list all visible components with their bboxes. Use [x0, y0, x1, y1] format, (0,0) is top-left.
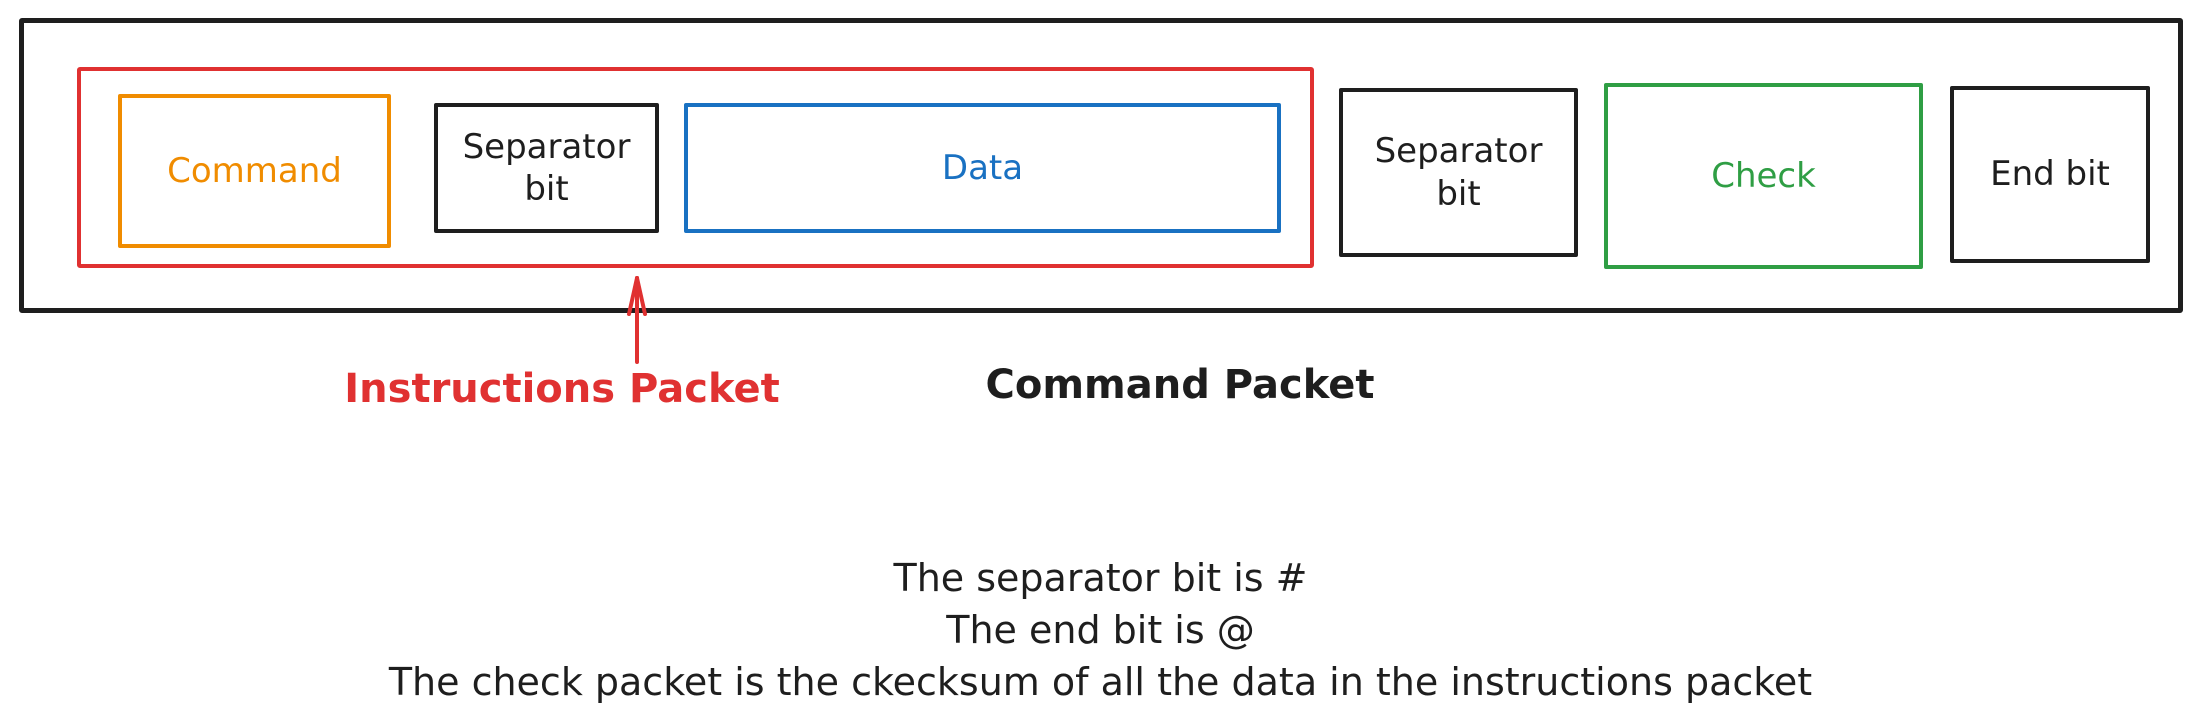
check-box-label: Check — [1711, 155, 1816, 196]
arrow-up-icon — [627, 276, 647, 364]
note-line-endbit: The end bit is @ — [946, 608, 1255, 652]
instructions-packet-label: Instructions Packet — [344, 366, 780, 412]
command-box-label: Command — [167, 150, 342, 191]
separator-bit-box-1: Separator bit — [434, 103, 659, 233]
command-packet-label: Command Packet — [985, 362, 1375, 408]
separator-bit-box-2-label: Separator bit — [1374, 131, 1543, 214]
end-bit-box-label: End bit — [1990, 154, 2110, 195]
note-line-check: The check packet is the ckecksum of all … — [388, 660, 1813, 704]
data-box: Data — [684, 103, 1281, 233]
command-packet-outline — [19, 18, 2183, 313]
separator-bit-box-1-label: Separator bit — [462, 126, 631, 210]
check-box: Check — [1604, 83, 1923, 269]
command-box: Command — [118, 94, 391, 248]
data-box-label: Data — [941, 147, 1024, 188]
instructions-packet-outline — [77, 67, 1314, 268]
end-bit-box: End bit — [1950, 86, 2150, 263]
note-line-separator: The separator bit is # — [893, 556, 1308, 600]
separator-bit-box-2: Separator bit — [1339, 88, 1578, 257]
notes-block: The separator bit is # The end bit is @ … — [0, 552, 2201, 708]
